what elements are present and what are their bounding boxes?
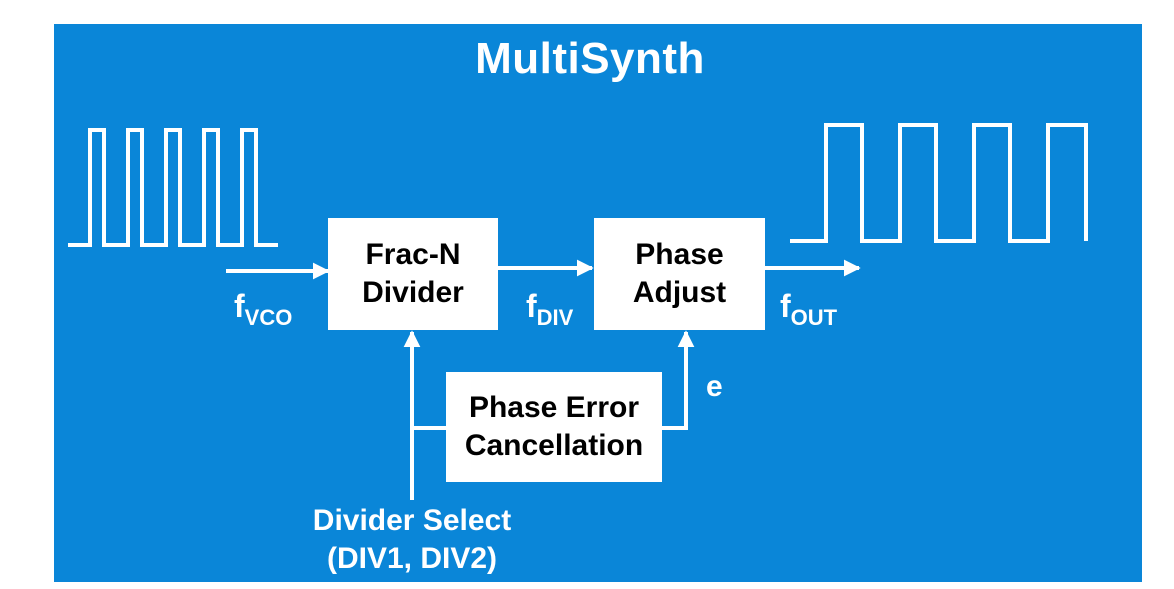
fvco-base: f [234, 288, 245, 324]
divider-select-line1: Divider Select [312, 504, 512, 537]
pec-line2: Cancellation [464, 429, 644, 462]
input-square-wave-icon [68, 128, 278, 247]
output-square-wave-icon [790, 123, 1088, 243]
pec-line1: Phase Error [468, 391, 640, 424]
fvco-sub: VCO [244, 305, 293, 330]
frac-n-line2: Divider [362, 276, 464, 309]
fdiv-sub: DIV [536, 305, 574, 330]
phase-adjust-line1: Phase [635, 238, 724, 271]
e-arrow [662, 330, 695, 430]
fout-label: fOUT [780, 288, 837, 331]
fout-sub: OUT [790, 305, 838, 330]
phase-error-cancellation-block: Phase Error Cancellation [446, 372, 662, 482]
fout-base: f [780, 288, 791, 324]
frac-n-divider-block: Frac-N Divider [328, 218, 498, 330]
e-label: e [706, 370, 723, 403]
phase-adjust-line2: Adjust [632, 276, 727, 309]
divider-select-line2: (DIV1, DIV2) [326, 542, 498, 575]
fvco-label: fVCO [234, 288, 292, 331]
diagram-title: MultiSynth [475, 34, 705, 83]
fdiv-base: f [526, 288, 537, 324]
fdiv-label: fDIV [526, 288, 573, 331]
frac-n-line1: Frac-N [365, 238, 461, 271]
divider-select-label: Divider Select (DIV1, DIV2) [292, 502, 532, 578]
phase-adjust-block: Phase Adjust [594, 218, 765, 330]
